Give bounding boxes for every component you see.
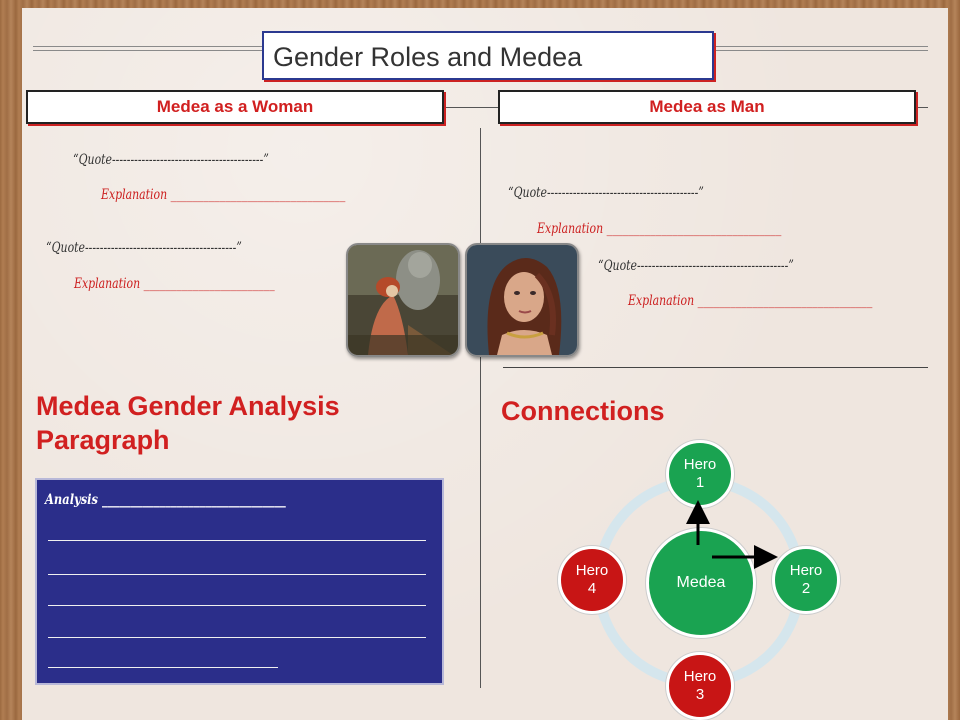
right-quote-2: “Quote----------------------------------…: [598, 258, 794, 274]
right-explanation-1: Explanation ____________________________…: [537, 221, 782, 237]
right-explanation-2: Explanation ____________________________…: [628, 293, 873, 309]
analysis-line-4: [48, 637, 426, 638]
left-quote-1: “Quote----------------------------------…: [73, 152, 269, 168]
right-divider-line: [503, 367, 928, 368]
analysis-line-2: [48, 574, 426, 575]
left-portrait-image: [346, 243, 460, 357]
node-hero-4-label: Hero: [575, 562, 609, 579]
node-medea: Medea: [646, 528, 756, 638]
header-connector-line: [443, 107, 499, 108]
analysis-heading-line1: Medea Gender Analysis: [36, 391, 340, 421]
header-end-line: [914, 107, 928, 108]
top-rule-left: [33, 46, 262, 51]
node-hero-1-number: 1: [695, 474, 705, 491]
node-hero-2-label: Hero: [789, 562, 823, 579]
right-portrait-image: [465, 243, 579, 357]
analysis-heading: Medea Gender Analysis Paragraph: [36, 389, 340, 457]
analysis-line-3: [48, 605, 426, 606]
header-medea-as-man: Medea as Man: [498, 90, 916, 124]
connections-heading: Connections: [501, 396, 665, 426]
left-quote-2: “Quote----------------------------------…: [46, 240, 242, 256]
right-quote-1: “Quote----------------------------------…: [508, 185, 704, 201]
node-hero-3-number: 3: [695, 686, 705, 703]
header-medea-as-woman: Medea as a Woman: [26, 90, 444, 124]
analysis-box: Analysis _______________________________…: [35, 478, 444, 685]
top-rule-right: [714, 46, 928, 51]
title-box: Gender Roles and Medea: [262, 31, 714, 80]
node-hero-3-label: Hero: [683, 668, 717, 685]
page-title: Gender Roles and Medea: [273, 42, 583, 72]
node-hero-1-label: Hero: [683, 456, 717, 473]
analysis-line-5: [48, 667, 278, 668]
left-explanation-1: Explanation ____________________________…: [101, 187, 346, 203]
node-hero-4-number: 4: [587, 580, 597, 597]
column-divider: [480, 128, 481, 688]
analysis-line-1: [48, 540, 426, 541]
analysis-label: Analysis _______________________________…: [45, 492, 286, 508]
left-explanation-2: Explanation ________________________: [74, 276, 275, 292]
node-hero-2-number: 2: [801, 580, 811, 597]
analysis-heading-line2: Paragraph: [36, 425, 170, 455]
